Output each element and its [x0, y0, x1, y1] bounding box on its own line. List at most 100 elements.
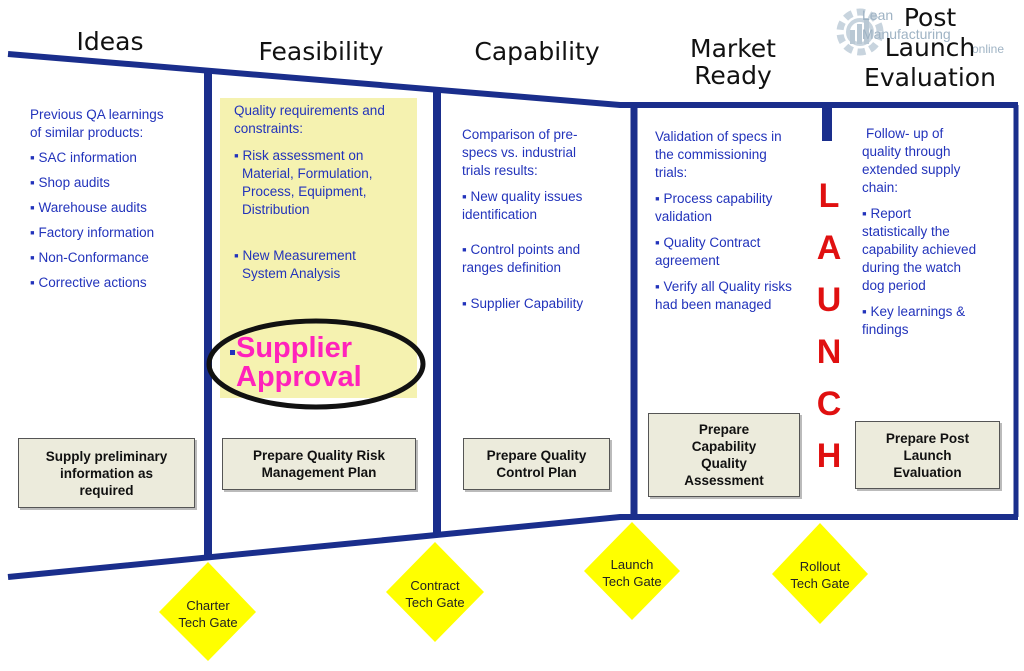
intro-line: Previous QA learnings	[30, 107, 164, 122]
supplier-approval-label: Supplier Approval	[236, 334, 362, 392]
stage-title-line-3: Evaluation	[864, 63, 996, 92]
intro-line: trials results:	[462, 163, 538, 178]
box-line: Supply preliminary	[45, 448, 168, 464]
watermark-logo	[830, 2, 1024, 62]
box-line: Prepare Quality Risk	[252, 448, 386, 463]
deliverable-box-market-ready: Prepare Capability Quality Assessment	[648, 413, 800, 497]
intro-line: specs vs. industrial	[462, 145, 577, 160]
supplier-line-1: Supplier	[236, 332, 353, 364]
bullet-text: capability achieved	[862, 242, 977, 257]
stage-title-line-1: Post	[903, 3, 957, 32]
launch-letter: A	[816, 229, 842, 267]
bullet-text: Factory information	[38, 225, 155, 240]
bullet-item: ▪ New quality issues identification	[462, 188, 632, 224]
bullet-item: ▪ New Measurement System Analysis	[234, 247, 414, 283]
bullet-text: New quality issues	[470, 189, 583, 204]
gate-diamond-rollout	[772, 523, 868, 624]
market-ready-content: Validation of specs in the commissioning…	[655, 128, 815, 314]
bullet-text: Key learnings &	[870, 304, 966, 319]
bullet-text: Process, Equipment,	[242, 184, 367, 199]
bullet-text: findings	[862, 322, 909, 337]
bullet-item: ▪ Key learnings & findings	[862, 303, 1012, 339]
bullet-text: SAC information	[38, 150, 137, 165]
deliverable-box-capability: Prepare Quality Control Plan	[463, 438, 610, 490]
stage-header-ideas: Ideas	[50, 28, 170, 55]
intro-line: constraints:	[234, 121, 304, 136]
box-line: Prepare Post	[885, 430, 970, 446]
intro-line: of similar products:	[30, 125, 144, 140]
box-line: Launch	[903, 447, 952, 463]
gate-line: Launch	[610, 557, 654, 572]
stage-title: Ideas	[76, 27, 144, 56]
bullet-text: Material, Formulation,	[242, 166, 373, 181]
gear-icon	[836, 8, 884, 56]
launch-letter: N	[816, 333, 842, 371]
gate-line: Contract	[410, 578, 460, 593]
bullet-text: Supplier Capability	[470, 296, 584, 311]
stage-header-capability: Capability	[457, 38, 617, 65]
box-line: Quality	[701, 456, 747, 471]
bullet-text: had been managed	[655, 297, 772, 312]
stage-title: Feasibility	[258, 37, 384, 66]
intro-line: the commissioning	[655, 147, 767, 162]
bullet-item: ▪ Supplier Capability	[462, 296, 584, 311]
stage-header-market-ready: Market Ready	[668, 35, 798, 89]
bullet-text: New Measurement	[242, 248, 356, 263]
feasibility-highlight	[220, 98, 417, 398]
intro-line: extended supply	[862, 162, 961, 177]
box-line: Assessment	[684, 473, 764, 488]
feasibility-content: Quality requirements and constraints: ▪ …	[234, 102, 414, 283]
intro-line: chain:	[862, 180, 899, 195]
bullet-item: ▪ Factory information	[30, 225, 155, 240]
gate-line: Tech Gate	[790, 576, 850, 591]
bullet-text: Verify all Quality risks	[663, 279, 792, 294]
stage-title-line-1: Market	[690, 34, 776, 63]
launch-letter: H	[816, 437, 842, 475]
bullet-item: ▪ Risk assessment on Material, Formulati…	[234, 147, 414, 219]
gate-diamond-launch	[584, 522, 680, 620]
bullet-text: ranges definition	[462, 260, 562, 275]
bullet-text: Shop audits	[38, 175, 110, 190]
bullet-item: ▪ Process capability validation	[655, 190, 815, 226]
bullet-text: Warehouse audits	[38, 200, 147, 215]
bullet-item: ▪ Shop audits	[30, 175, 110, 190]
bullet-item: ▪ Control points and ranges definition	[462, 241, 632, 277]
intro-line: quality through	[862, 144, 951, 159]
bullet-text: dog period	[862, 278, 926, 293]
intro-line: Follow- up of	[866, 126, 944, 141]
supplier-line-2: Approval	[236, 361, 362, 393]
bullet-text: validation	[655, 209, 713, 224]
box-line: Prepare	[698, 422, 750, 437]
gate-diamond-contract	[386, 542, 484, 642]
bullet-text: Report	[870, 206, 912, 221]
intro-line: Validation of specs in	[655, 129, 782, 144]
launch-letter: C	[816, 385, 842, 423]
bullet-text: statistically the	[862, 224, 950, 239]
deliverable-box-post-launch: Prepare Post Launch Evaluation	[855, 421, 1000, 489]
watermark-line-1: Lean	[862, 7, 894, 23]
bullet-item: ▪ Report statistically the capability ac…	[862, 205, 1012, 295]
bullet-text: agreement	[655, 253, 720, 268]
bullet-item: ▪ Corrective actions	[30, 275, 147, 290]
stage-title: Capability	[474, 37, 600, 66]
bullet-text: Process capability	[663, 191, 773, 206]
gate-label-launch: Launch Tech Gate	[577, 556, 687, 590]
stage-header-post-launch: Post Launch Evaluation	[850, 3, 1010, 93]
intro-line: trials:	[655, 165, 688, 180]
intro-line: Quality requirements and	[234, 103, 385, 118]
box-line: information as	[59, 465, 153, 481]
launch-letter: U	[816, 281, 842, 319]
gate-label-contract: Contract Tech Gate	[380, 577, 490, 611]
capability-content: Comparison of pre- specs vs. industrial …	[462, 126, 632, 313]
bullet-item: ▪ Quality Contract agreement	[655, 234, 815, 270]
watermark-text: Lean Manufacturing online	[862, 8, 1004, 57]
stage-title-line-2: Launch	[884, 33, 976, 62]
gate-diamond-charter	[159, 562, 256, 661]
deliverable-box-feasibility: Prepare Quality Risk Management Plan	[222, 438, 416, 490]
gate-label-rollout: Rollout Tech Gate	[765, 558, 875, 592]
bullet-item: ▪ Verify all Quality risks had been mana…	[655, 278, 815, 314]
box-line: Management Plan	[261, 465, 377, 480]
launch-marker-bar	[822, 107, 832, 141]
box-line: Capability	[691, 439, 757, 454]
